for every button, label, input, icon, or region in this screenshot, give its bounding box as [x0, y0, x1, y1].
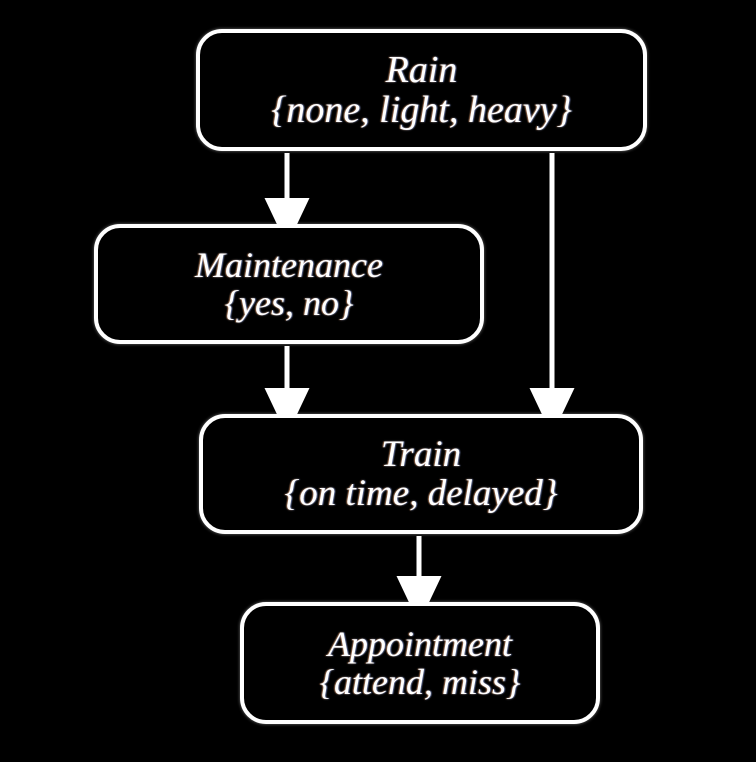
node-rain-states: {none, light, heavy}	[271, 89, 572, 131]
node-appointment-states: {attend, miss}	[319, 662, 521, 702]
node-train-title: Train	[380, 433, 462, 475]
node-train[interactable]: Train {on time, delayed}	[199, 414, 643, 534]
node-appointment[interactable]: Appointment {attend, miss}	[240, 602, 600, 724]
node-maintenance-title: Maintenance	[195, 244, 383, 285]
node-rain[interactable]: Rain {none, light, heavy}	[196, 29, 647, 151]
node-appointment-title: Appointment	[328, 623, 512, 664]
node-train-states: {on time, delayed}	[284, 473, 558, 514]
node-rain-title: Rain	[385, 48, 458, 91]
node-maintenance[interactable]: Maintenance {yes, no}	[94, 224, 484, 344]
node-maintenance-states: {yes, no}	[224, 283, 354, 323]
